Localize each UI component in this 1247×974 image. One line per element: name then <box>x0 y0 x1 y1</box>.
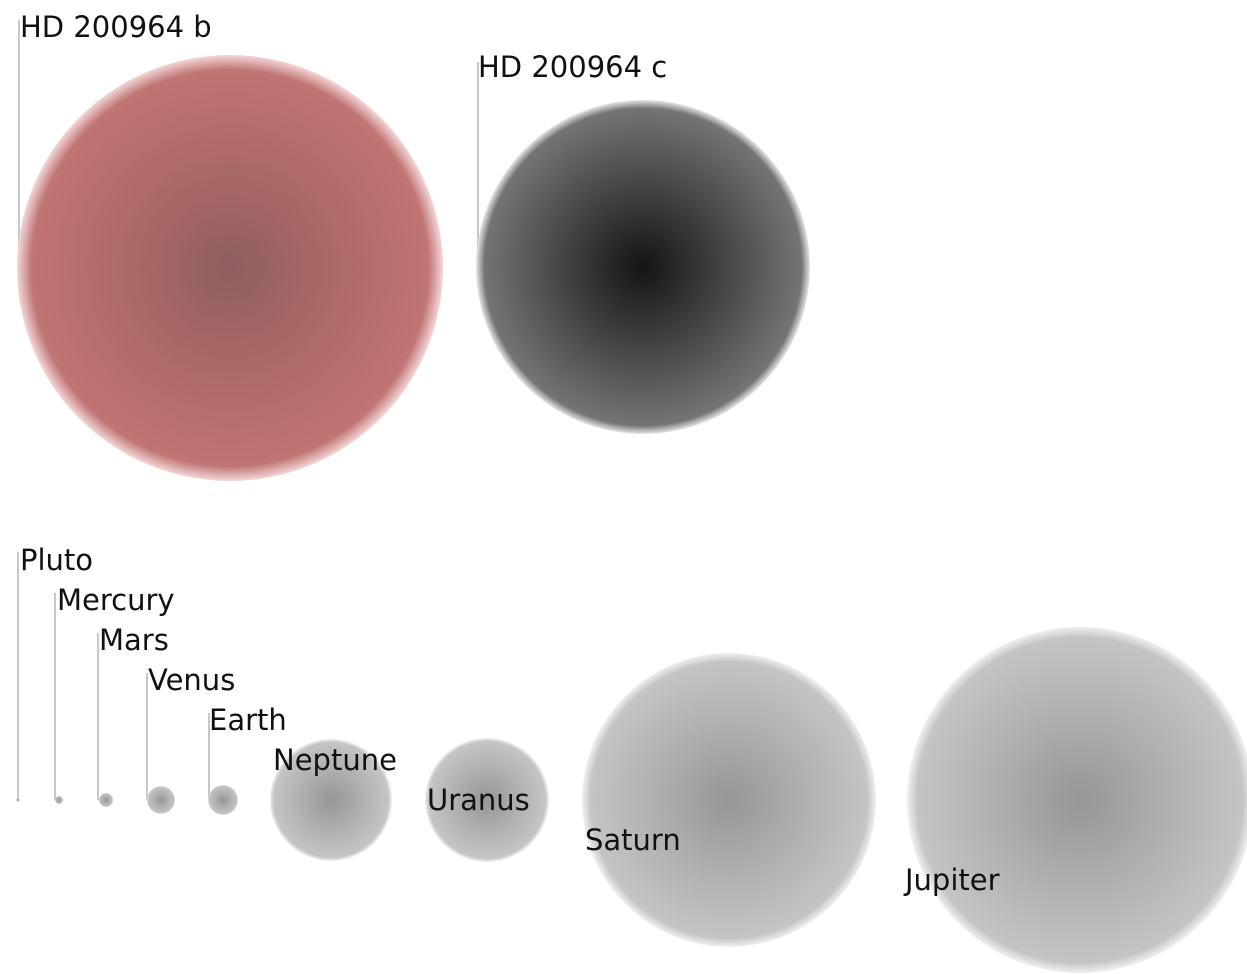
mars-sphere <box>99 793 113 807</box>
solar-planet-mercury: Mercury <box>54 583 175 804</box>
solar-planet-pluto: Pluto <box>16 543 93 802</box>
hd200964c-label: HD 200964 c <box>478 50 667 84</box>
saturn-label: Saturn <box>585 823 681 857</box>
exoplanet-hd200964c: HD 200964 c <box>476 50 810 434</box>
solar-planet-uranus: Uranus <box>425 738 549 862</box>
solar-planet-earth: Earth <box>208 703 287 815</box>
pluto-label: Pluto <box>20 543 93 577</box>
solar-planet-saturn: Saturn <box>582 653 876 947</box>
solar-planet-jupiter: Jupiter <box>903 627 1247 973</box>
mercury-label: Mercury <box>57 583 175 617</box>
earth-label: Earth <box>209 703 287 737</box>
uranus-label: Uranus <box>427 783 530 817</box>
earth-sphere <box>208 785 238 815</box>
solar-planet-venus: Venus <box>146 663 235 814</box>
jupiter-sphere <box>907 627 1247 973</box>
solar-planet-mars: Mars <box>97 623 169 807</box>
exoplanet-hd200964b: HD 200964 b <box>17 10 443 481</box>
pluto-sphere <box>16 798 20 802</box>
neptune-sphere <box>270 739 392 861</box>
hd200964b-label: HD 200964 b <box>20 10 212 44</box>
hd200964c-sphere <box>476 100 810 434</box>
neptune-label: Neptune <box>273 743 397 777</box>
solar-planet-neptune: Neptune <box>270 739 397 861</box>
uranus-sphere <box>425 738 549 862</box>
venus-sphere <box>147 786 175 814</box>
saturn-sphere <box>582 653 876 947</box>
mars-label: Mars <box>99 623 169 657</box>
venus-label: Venus <box>148 663 235 697</box>
mercury-sphere <box>55 796 63 804</box>
jupiter-label: Jupiter <box>903 863 1000 897</box>
hd200964b-sphere <box>17 55 443 481</box>
